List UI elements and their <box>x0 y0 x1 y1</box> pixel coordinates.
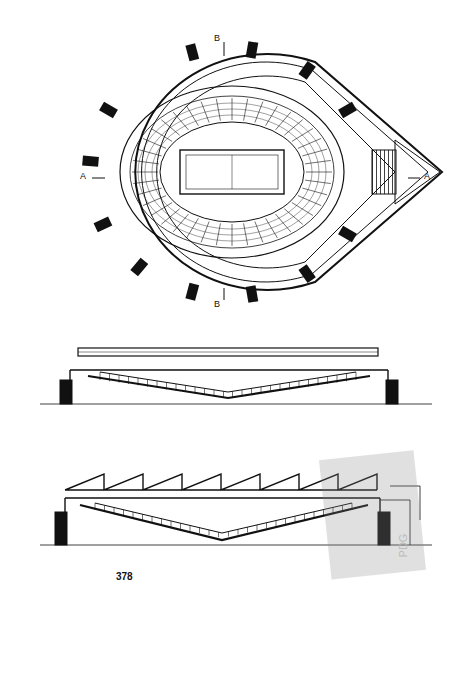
seat-row <box>152 115 312 229</box>
pier <box>130 258 148 277</box>
stroke <box>304 514 305 520</box>
stroke <box>251 388 252 394</box>
stroke <box>318 378 319 385</box>
stroke <box>133 512 134 518</box>
stroke <box>142 514 143 520</box>
stroke <box>346 373 347 381</box>
pier <box>298 264 315 283</box>
stroke <box>199 528 200 533</box>
stroke <box>299 381 300 388</box>
stroke <box>114 507 115 514</box>
stroke <box>95 503 96 510</box>
stroke <box>209 530 210 535</box>
stroke <box>128 376 129 384</box>
stroke <box>119 375 120 383</box>
stroke <box>228 532 229 537</box>
stroke <box>285 518 286 524</box>
stroke <box>204 388 205 394</box>
stroke <box>180 523 181 529</box>
stroke <box>185 385 186 392</box>
stroke <box>242 390 243 396</box>
stroke <box>123 510 124 517</box>
pier <box>185 43 199 61</box>
stroke <box>295 516 296 522</box>
stroke <box>190 525 191 531</box>
pier <box>185 283 199 301</box>
stroke <box>161 519 162 525</box>
floor-plan <box>82 41 442 303</box>
stroke <box>223 391 224 397</box>
stroke <box>147 379 148 386</box>
stroke <box>356 372 357 380</box>
stroke <box>214 390 215 396</box>
stroke <box>289 382 290 389</box>
stroke <box>257 525 258 531</box>
section-marker: B <box>214 300 220 309</box>
stroke <box>104 505 105 512</box>
stroke <box>270 385 271 392</box>
watermark-seal <box>319 450 426 579</box>
stroke <box>218 532 219 537</box>
pier <box>82 156 99 167</box>
section-marker: B <box>214 34 220 43</box>
stroke <box>176 384 177 391</box>
stroke <box>157 381 158 388</box>
watermark: PDG <box>398 534 409 558</box>
pier <box>99 102 118 119</box>
pier <box>338 102 357 119</box>
page-number: 378 <box>116 572 133 582</box>
stroke <box>195 387 196 394</box>
stroke <box>323 510 324 517</box>
stroke <box>232 391 233 397</box>
stroke <box>171 521 172 527</box>
stroke <box>314 512 315 518</box>
stroke <box>138 378 139 385</box>
stroke <box>280 384 281 391</box>
pier <box>246 285 259 302</box>
section-marker: A <box>424 172 430 181</box>
stroke <box>266 523 267 529</box>
seat-row <box>145 109 319 235</box>
stroke <box>100 372 101 380</box>
section-marker: A <box>80 172 86 181</box>
stroke <box>337 375 338 383</box>
pier <box>246 41 259 58</box>
stroke <box>238 529 239 534</box>
stroke <box>327 376 328 384</box>
stroke <box>109 373 110 381</box>
stroke <box>166 382 167 389</box>
pier <box>298 61 315 80</box>
stroke <box>247 527 248 532</box>
stroke <box>261 387 262 394</box>
stroke <box>276 521 277 527</box>
section-a <box>40 348 432 404</box>
stroke <box>152 516 153 522</box>
seat-row <box>138 103 326 241</box>
pier <box>338 226 357 243</box>
stroke <box>308 379 309 386</box>
pier <box>94 216 113 232</box>
